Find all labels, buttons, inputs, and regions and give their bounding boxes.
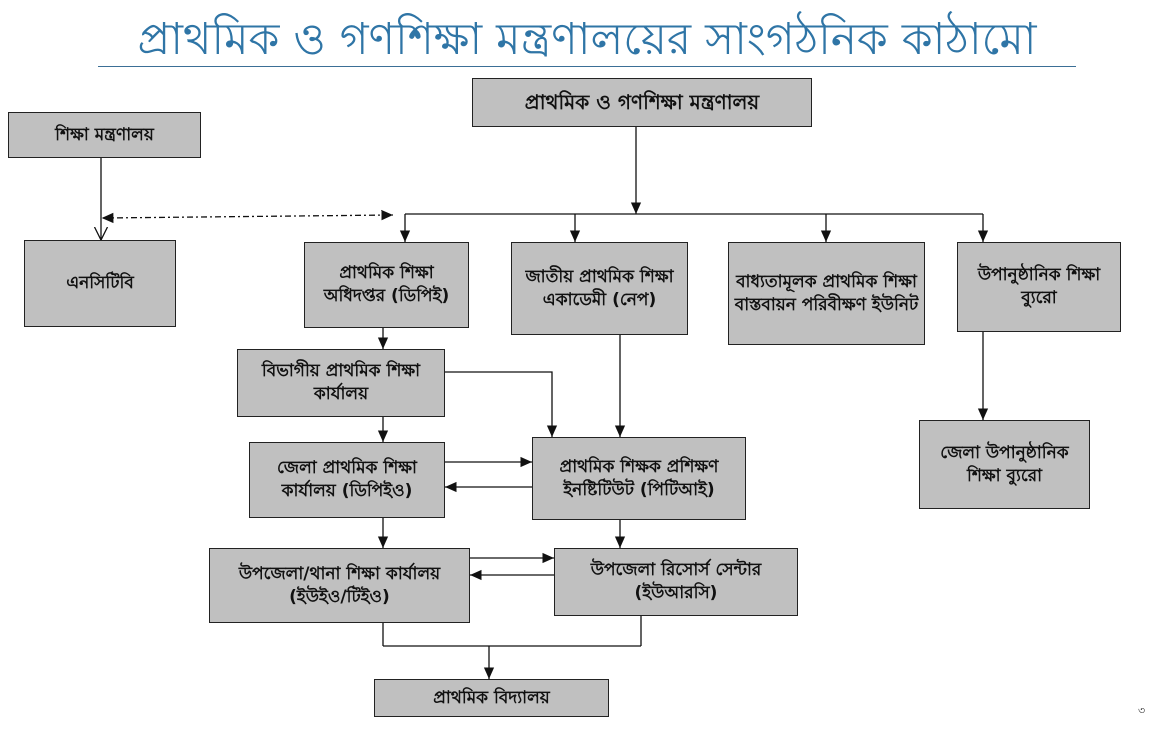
node-mopme: প্রাথমিক ও গণশিক্ষা মন্ত্রণালয় [472, 78, 812, 127]
node-bnfe: উপানুষ্ঠানিক শিক্ষা ব্যুরো [957, 242, 1121, 332]
node-cpeiu: বাধ্যতামূলক প্রাথমিক শিক্ষা বাস্তবায়ন প… [728, 242, 925, 345]
node-district-nfe: জেলা উপানুষ্ঠানিক শিক্ষা ব্যুরো [919, 420, 1090, 509]
page-number: ৩ [1138, 704, 1146, 717]
node-moe: শিক্ষা মন্ত্রণালয় [8, 112, 201, 158]
node-nctb: এনসিটিবি [24, 240, 176, 327]
node-school: প্রাথমিক বিদ্যালয় [374, 679, 609, 717]
node-pti: প্রাথমিক শিক্ষক প্রশিক্ষণ ইনষ্টিটিউট (পি… [532, 437, 746, 520]
node-nape: জাতীয় প্রাথমিক শিক্ষা একাডেমী (নেপ) [511, 242, 688, 335]
node-dpeo: জেলা প্রাথমিক শিক্ষা কার্যালয় (ডিপিইও) [249, 442, 445, 518]
node-division: বিভাগীয় প্রাথমিক শিক্ষা কার্যালয় [237, 349, 445, 417]
node-urc: উপজেলা রিসোর্স সেন্টার (ইউআরসি) [554, 548, 798, 616]
title-underline [98, 66, 1076, 67]
node-dpe: প্রাথমিক শিক্ষা অধিদপ্তর (ডিপিই) [304, 242, 469, 328]
connector [445, 371, 558, 437]
node-upazila: উপজেলা/থানা শিক্ষা কার্যালয় (ইউইও/টিইও) [209, 548, 470, 623]
chart-title: প্রাথমিক ও গণশিক্ষা মন্ত্রণালয়ের সাংগঠন… [137, 14, 1037, 65]
dotted-link [101, 209, 394, 224]
